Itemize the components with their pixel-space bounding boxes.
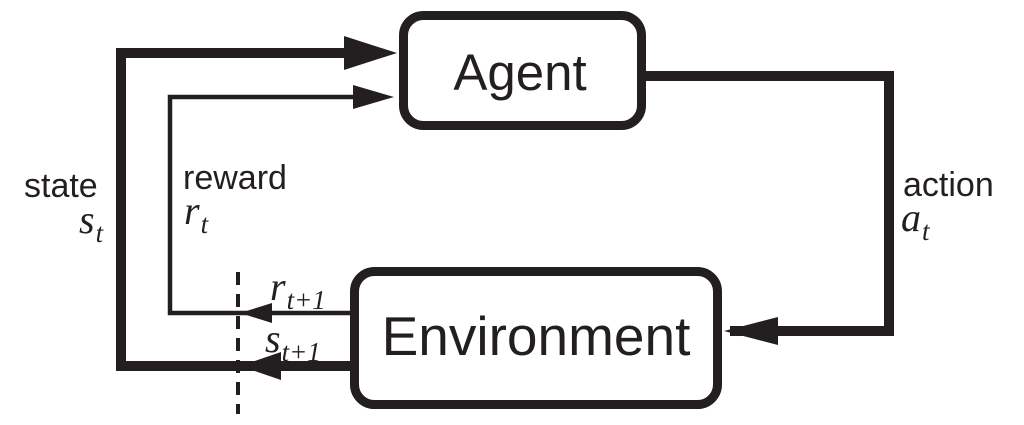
next-reward-subscript: t+1 (287, 285, 326, 315)
action-symbol-base: a (901, 195, 921, 240)
next-state-arrowhead-icon (240, 352, 281, 380)
environment-label: Environment (382, 305, 691, 367)
next-state-label: st+1 (265, 316, 321, 367)
state-arrowhead-into-agent-icon (344, 36, 397, 70)
state-word-label: state (24, 167, 98, 205)
next-state-subscript: t+1 (282, 337, 321, 367)
next-reward-arrowhead-icon (240, 303, 272, 323)
next-reward-label: rt+1 (270, 264, 326, 315)
next-reward-base: r (270, 264, 286, 309)
agent-box (399, 11, 646, 130)
reward-symbol-base: r (184, 188, 200, 233)
reward-arrowhead-into-agent-icon (353, 85, 394, 109)
action-word-label: action (903, 166, 994, 204)
reward-symbol-subscript: t (201, 209, 210, 239)
state-symbol-label: st (79, 197, 105, 248)
state-symbol-subscript: t (96, 218, 105, 248)
action-symbol-label: at (901, 195, 931, 246)
environment-box (350, 267, 722, 409)
reward-symbol-label: rt (184, 188, 210, 239)
state-symbol-base: s (79, 197, 95, 242)
reward-word-label: reward (183, 159, 287, 197)
action-arrowhead-into-environment-icon (724, 317, 778, 345)
action-symbol-subscript: t (922, 216, 931, 246)
action-loop-line (640, 71, 894, 336)
agent-label: Agent (453, 44, 586, 101)
next-state-base: s (265, 316, 281, 361)
